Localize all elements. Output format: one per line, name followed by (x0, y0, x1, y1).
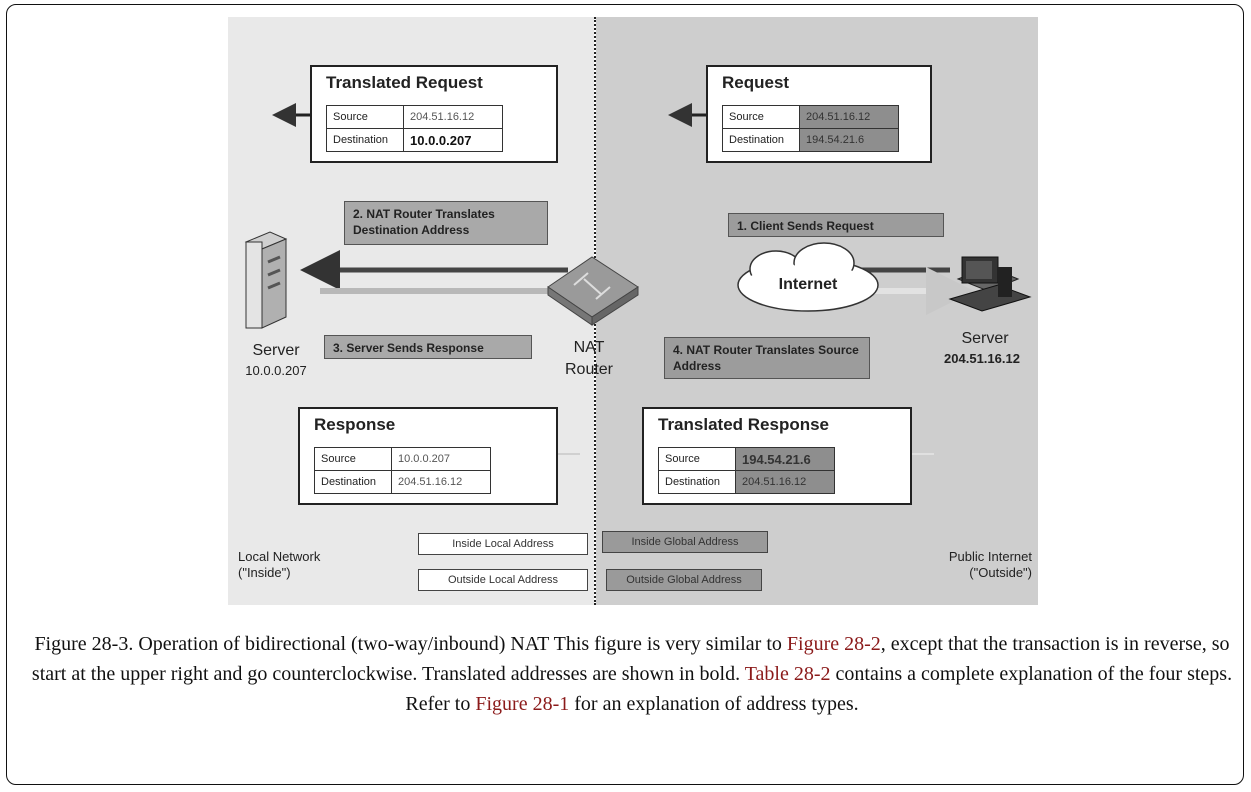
destination-value: 204.51.16.12 (391, 470, 491, 494)
table-28-2-link[interactable]: Table 28-2 (744, 663, 831, 685)
destination-value: 10.0.0.207 (403, 128, 503, 152)
source-value: 194.54.21.6 (735, 447, 835, 471)
local-server-ip: 10.0.0.207 (245, 363, 307, 378)
internet-label: Internet (778, 276, 838, 293)
destination-label: Destination (658, 470, 736, 494)
legend-inside-local: Inside Local Address (418, 533, 588, 555)
local-network-label: Local Network ("Inside") (238, 549, 321, 580)
step-2-box: 2. NAT Router Translates Destination Add… (344, 201, 548, 245)
source-value: 204.51.16.12 (403, 105, 503, 129)
figure-28-2-link[interactable]: Figure 28-2 (786, 633, 881, 655)
router-icon (547, 256, 639, 326)
translated-response-box: Translated Response Source 194.54.21.6 D… (642, 407, 912, 505)
translated-response-title: Translated Response (658, 415, 830, 434)
legend-inside-global: Inside Global Address (602, 531, 768, 553)
translated-request-table: Source 204.51.16.12 Destination 10.0.0.2… (326, 105, 503, 152)
step-1-box: 1. Client Sends Request (728, 213, 944, 237)
cloud-icon (737, 242, 879, 312)
request-title: Request (722, 73, 790, 92)
caption-text-2: , except that the transaction is in reve… (31, 633, 1230, 685)
source-value: 204.51.16.12 (799, 105, 899, 129)
translated-request-box: Translated Request Source 204.51.16.12 D… (310, 65, 558, 163)
nat-diagram: Translated Request Source 204.51.16.12 D… (228, 17, 1038, 605)
source-label: Source (326, 105, 404, 129)
destination-label: Destination (722, 128, 800, 152)
destination-label: Destination (314, 470, 392, 494)
local-server-name: Server (252, 342, 300, 359)
destination-label: Destination (326, 128, 404, 152)
request-box: Request Source 204.51.16.12 Destination … (706, 65, 932, 163)
figure-caption: Figure 28-3. Operation of bidirectional … (27, 629, 1237, 719)
step-3-box: 3. Server Sends Response (324, 335, 532, 359)
remote-server-ip: 204.51.16.12 (944, 351, 1020, 366)
response-box: Response Source 10.0.0.207 Destination 2… (298, 407, 558, 505)
flow-arrows (244, 103, 1032, 455)
workstation-icon (948, 256, 1032, 312)
translated-response-table: Source 194.54.21.6 Destination 204.51.16… (658, 447, 835, 494)
public-internet-label: Public Internet ("Outside") (948, 549, 1032, 580)
figure-28-1-link[interactable]: Figure 28-1 (475, 693, 570, 715)
destination-value: 194.54.21.6 (799, 128, 899, 152)
legend-outside-global: Outside Global Address (606, 569, 762, 591)
legend-outside-local: Outside Local Address (418, 569, 588, 591)
server-tower-icon (244, 231, 288, 329)
source-value: 10.0.0.207 (391, 447, 491, 471)
caption-text-1: Figure 28-3. Operation of bidirectional … (34, 633, 782, 655)
step-4-box: 4. NAT Router Translates Source Address (664, 337, 870, 379)
figure-frame: Translated Request Source 204.51.16.12 D… (6, 4, 1244, 785)
destination-value: 204.51.16.12 (735, 470, 835, 494)
router-label: NAT Router (564, 339, 614, 378)
translated-request-title: Translated Request (326, 73, 483, 92)
response-title: Response (314, 415, 396, 434)
source-label: Source (314, 447, 392, 471)
caption-text-4: for an explanation of address types. (574, 693, 859, 715)
remote-server-name: Server (961, 330, 1009, 347)
caption-text-3: contains a complete explanation of the f… (405, 663, 1233, 715)
response-table: Source 10.0.0.207 Destination 204.51.16.… (314, 447, 491, 494)
source-label: Source (658, 447, 736, 471)
request-table: Source 204.51.16.12 Destination 194.54.2… (722, 105, 899, 152)
source-label: Source (722, 105, 800, 129)
